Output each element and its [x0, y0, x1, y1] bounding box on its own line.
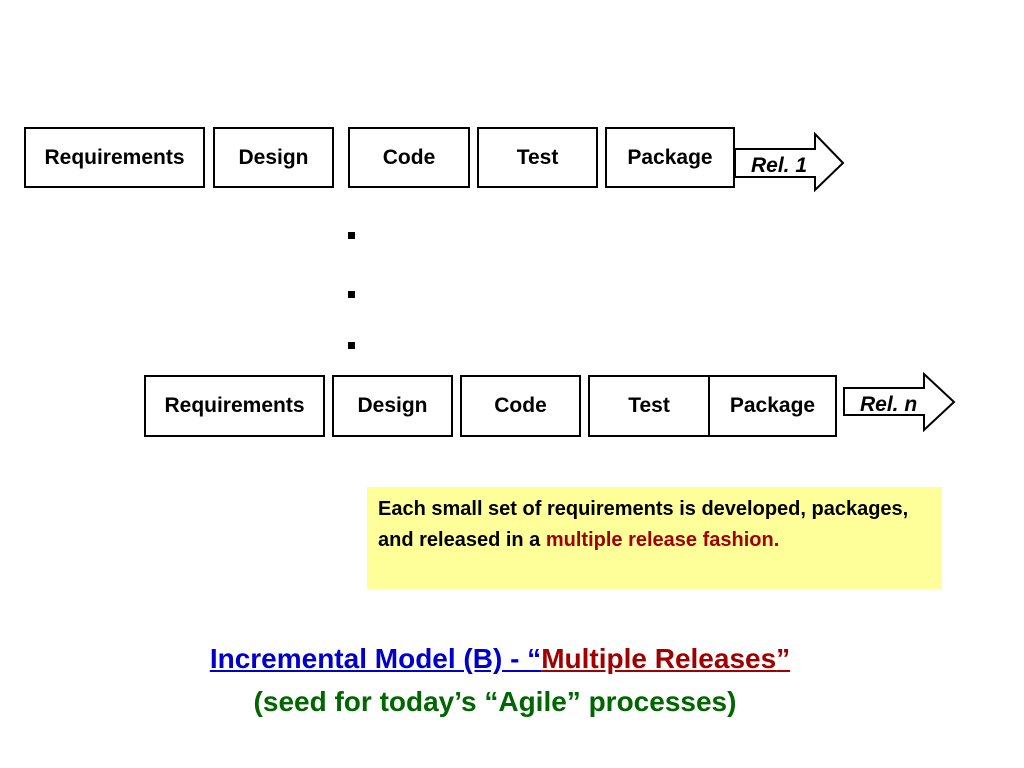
title-part1: Incremental Model (B) - “	[209, 643, 542, 674]
row1-package-box: Package	[605, 127, 735, 188]
note-highlight: multiple release fashion.	[545, 529, 780, 551]
row1-requirements-box: Requirements	[24, 127, 205, 188]
row2-release-label: Rel. n	[860, 393, 918, 416]
row1-test-box: Test	[477, 127, 598, 188]
explanation-note: Each small set of requirements is develo…	[367, 487, 942, 589]
row2-requirements-box: Requirements	[144, 375, 325, 437]
row1-design-box: Design	[213, 127, 334, 188]
note-text: Each small set of requirements is develo…	[378, 498, 909, 551]
row1-code-box: Code	[348, 127, 470, 188]
title-part2: Multiple Releases	[541, 643, 777, 674]
row1-release-label: Rel. 1	[751, 154, 808, 177]
ellipsis-dot	[348, 291, 355, 298]
row2-package-box: Package	[708, 375, 837, 437]
title-part3: ”	[776, 643, 791, 674]
row2-code-box: Code	[460, 375, 581, 437]
slide-subtitle: (seed for today’s “Agile” processes)	[253, 686, 737, 717]
row2-design-box: Design	[332, 375, 453, 437]
ellipsis-dot	[348, 232, 355, 239]
row1-release-arrow	[734, 132, 845, 192]
row2-release-arrow	[843, 372, 956, 432]
row2-test-box: Test	[588, 375, 710, 437]
ellipsis-dot	[348, 342, 355, 349]
slide-title: Incremental Model (B) - “Multiple Releas…	[0, 643, 1000, 675]
